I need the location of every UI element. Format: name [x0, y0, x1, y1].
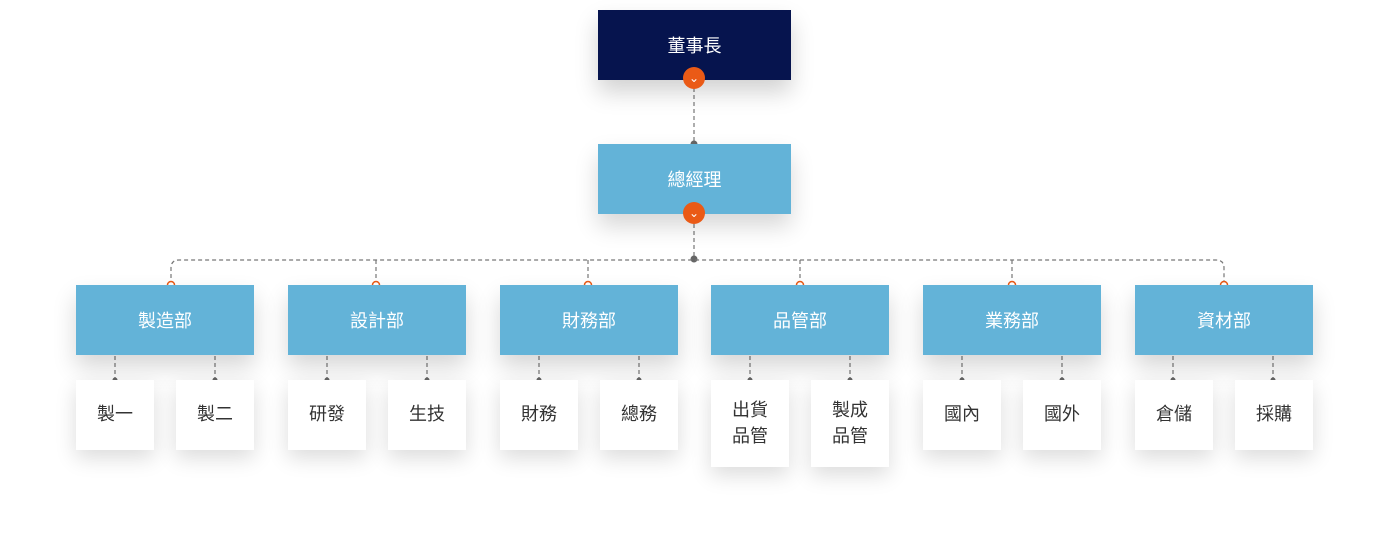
unit-label: 生技 — [409, 404, 445, 425]
unit-node[interactable]: 製二 — [176, 380, 254, 450]
chairman-label: 董事長 — [667, 36, 722, 57]
unit-node[interactable]: 製一 — [76, 380, 154, 450]
unit-node[interactable]: 國內 — [923, 380, 1001, 450]
unit-label: 研發 — [309, 404, 345, 425]
department-label: 資材部 — [1197, 311, 1251, 332]
department-node-0[interactable]: 製造部 — [76, 285, 254, 355]
unit-node[interactable]: 倉儲 — [1135, 380, 1213, 450]
department-node-1[interactable]: 設計部 — [288, 285, 466, 355]
unit-label: 財務 — [521, 404, 557, 425]
unit-node[interactable]: 製成 品管 — [811, 380, 889, 467]
department-node-2[interactable]: 財務部 — [500, 285, 678, 355]
unit-label: 總務 — [621, 404, 657, 425]
general-manager-label: 總經理 — [667, 170, 722, 191]
department-label: 製造部 — [138, 311, 192, 332]
department-label: 財務部 — [562, 311, 616, 332]
department-node-3[interactable]: 品管部 — [711, 285, 889, 355]
unit-label: 倉儲 — [1156, 404, 1192, 425]
unit-node[interactable]: 財務 — [500, 380, 578, 450]
unit-label: 出貨 品管 — [732, 399, 768, 447]
department-label: 設計部 — [350, 311, 404, 332]
unit-node[interactable]: 國外 — [1023, 380, 1101, 450]
unit-node[interactable]: 總務 — [600, 380, 678, 450]
unit-node[interactable]: 出貨 品管 — [711, 380, 789, 467]
unit-node[interactable]: 生技 — [388, 380, 466, 450]
department-label: 業務部 — [985, 311, 1039, 332]
chairman-toggle-chevron-down-icon[interactable]: ⌄ — [683, 67, 705, 89]
general-manager-toggle-chevron-down-icon[interactable]: ⌄ — [683, 202, 705, 224]
chairman-node[interactable]: 董事長 — [598, 10, 791, 80]
department-node-5[interactable]: 資材部 — [1135, 285, 1313, 355]
department-node-4[interactable]: 業務部 — [923, 285, 1101, 355]
connector-line — [170, 259, 1225, 285]
connector-dot — [690, 255, 698, 263]
unit-node[interactable]: 研發 — [288, 380, 366, 450]
unit-label: 國內 — [944, 404, 980, 425]
unit-label: 製成 品管 — [832, 399, 868, 447]
unit-label: 國外 — [1044, 404, 1080, 425]
department-label: 品管部 — [773, 311, 827, 332]
unit-label: 製二 — [197, 404, 233, 425]
unit-label: 製一 — [97, 404, 133, 425]
unit-label: 採購 — [1256, 404, 1292, 425]
unit-node[interactable]: 採購 — [1235, 380, 1313, 450]
